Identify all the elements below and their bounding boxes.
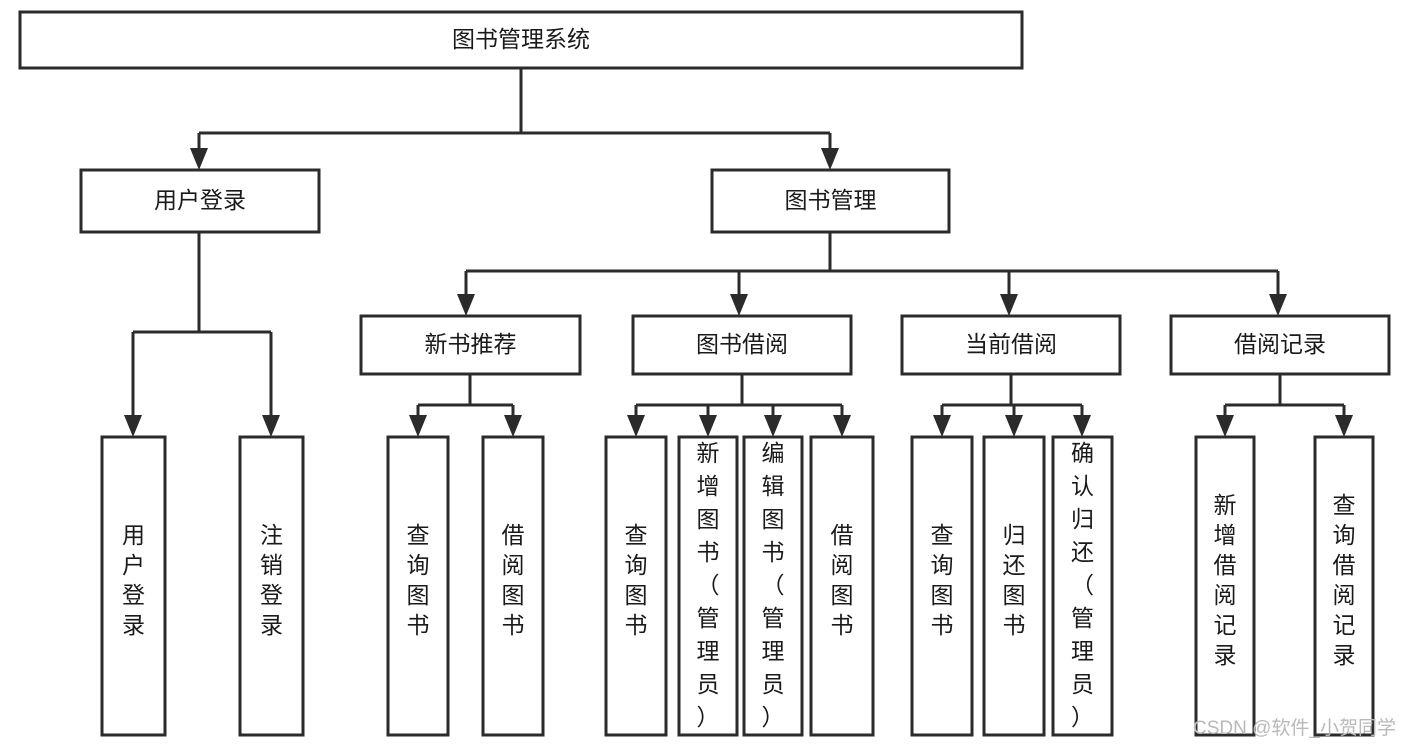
connector-arrowhead [1073, 415, 1091, 437]
connector-book-borrow-bus [627, 374, 851, 437]
node-leaf-add-book-admin[interactable]: 新增图书（管理员） [677, 435, 739, 737]
node-label: 新书推荐 [425, 331, 517, 357]
node-box[interactable] [79, 168, 321, 234]
node-box[interactable] [1169, 314, 1391, 376]
connector-arrowhead [821, 148, 839, 170]
node-leaf-edit-book-admin[interactable]: 编辑图书（管理员） [742, 435, 804, 737]
connectors-layer [124, 68, 1353, 437]
node-label: 新增图书（管理员） [697, 440, 720, 730]
connector-arrowhead [504, 415, 522, 437]
connector-arrowhead [833, 415, 851, 437]
node-label: 用户登录 [122, 522, 145, 638]
connector-arrowhead [1000, 294, 1018, 316]
node-leaf-return-book[interactable]: 归还图书 [982, 435, 1046, 737]
node-label: 借阅图书 [502, 522, 525, 638]
node-box[interactable] [809, 435, 875, 737]
nodes-layer: 图书管理系统用户登录图书管理新书推荐图书借阅当前借阅借阅记录用户登录注销登录查询… [18, 10, 1391, 737]
connector-borrow-record-bus [1216, 374, 1353, 437]
connector-arrowhead [1005, 415, 1023, 437]
node-label: 借阅图书 [831, 522, 854, 638]
connector-book-management-bus [457, 232, 1287, 316]
node-book-management[interactable]: 图书管理 [710, 168, 951, 234]
connector-arrowhead [124, 415, 142, 437]
node-label: 图书管理系统 [452, 26, 590, 52]
node-box[interactable] [1051, 435, 1114, 737]
node-box[interactable] [710, 168, 951, 234]
connector-arrowhead [764, 415, 782, 437]
connector-arrowhead [933, 415, 951, 437]
node-leaf-query-book-2[interactable]: 查询图书 [604, 435, 668, 737]
csdn-watermark: CSDN @软件_小贺同学 [1193, 717, 1396, 739]
node-leaf-user-login[interactable]: 用户登录 [100, 435, 167, 737]
connector-arrowhead [1216, 415, 1234, 437]
connector-arrowhead [730, 294, 748, 316]
node-box[interactable] [100, 435, 167, 737]
node-root[interactable]: 图书管理系统 [18, 10, 1024, 70]
node-leaf-query-book-3[interactable]: 查询图书 [910, 435, 974, 737]
connector-arrowhead [1335, 415, 1353, 437]
node-box[interactable] [677, 435, 739, 737]
node-label: 图书借阅 [696, 331, 788, 357]
node-label: 查询借阅记录 [1333, 492, 1356, 668]
connector-arrowhead [627, 415, 645, 437]
node-box[interactable] [910, 435, 974, 737]
node-borrow-record[interactable]: 借阅记录 [1169, 314, 1391, 376]
node-box[interactable] [1194, 435, 1256, 737]
node-label: 编辑图书（管理员） [762, 440, 785, 730]
connector-new-book-bus [409, 374, 522, 437]
connector-arrowhead [262, 415, 280, 437]
node-box[interactable] [1313, 435, 1375, 737]
node-label: 归还图书 [1003, 522, 1026, 638]
node-box[interactable] [386, 435, 450, 737]
node-leaf-borrow-book-2[interactable]: 借阅图书 [809, 435, 875, 737]
node-leaf-query-book-1[interactable]: 查询图书 [386, 435, 450, 737]
node-label: 确认归还（管理员） [1071, 440, 1094, 730]
node-leaf-add-borrow-record[interactable]: 新增借阅记录 [1194, 435, 1256, 737]
node-label: 当前借阅 [965, 331, 1057, 357]
node-label: 查询图书 [407, 522, 430, 638]
node-leaf-borrow-book-1[interactable]: 借阅图书 [481, 435, 545, 737]
node-leaf-logout-login[interactable]: 注销登录 [238, 435, 305, 737]
connector-arrowhead [1269, 294, 1287, 316]
node-label: 图书管理 [785, 187, 877, 213]
node-box[interactable] [982, 435, 1046, 737]
node-box[interactable] [604, 435, 668, 737]
connector-arrowhead [699, 415, 717, 437]
node-label: 查询图书 [931, 522, 954, 638]
connector-arrowhead [457, 294, 475, 316]
node-label: 用户登录 [154, 187, 246, 213]
node-box[interactable] [900, 314, 1122, 376]
node-box[interactable] [742, 435, 804, 737]
node-user-login[interactable]: 用户登录 [79, 168, 321, 234]
node-box[interactable] [359, 314, 582, 376]
node-box[interactable] [18, 10, 1024, 70]
connector-arrowhead [190, 148, 208, 170]
connector-current-borrow-bus [933, 374, 1091, 437]
connector-arrowhead [409, 415, 427, 437]
node-leaf-query-borrow-record[interactable]: 查询借阅记录 [1313, 435, 1375, 737]
node-label: 借阅记录 [1234, 331, 1326, 357]
node-label: 注销登录 [260, 522, 283, 638]
node-box[interactable] [238, 435, 305, 737]
node-book-borrow[interactable]: 图书借阅 [631, 314, 853, 376]
node-label: 新增借阅记录 [1214, 492, 1237, 668]
connector-root-bus [190, 68, 839, 170]
node-box[interactable] [481, 435, 545, 737]
connector-user-login-bus [124, 232, 280, 437]
node-current-borrow[interactable]: 当前借阅 [900, 314, 1122, 376]
node-leaf-confirm-return-admin[interactable]: 确认归还（管理员） [1051, 435, 1114, 737]
node-new-book-recommend[interactable]: 新书推荐 [359, 314, 582, 376]
node-label: 查询图书 [625, 522, 648, 638]
node-box[interactable] [631, 314, 853, 376]
